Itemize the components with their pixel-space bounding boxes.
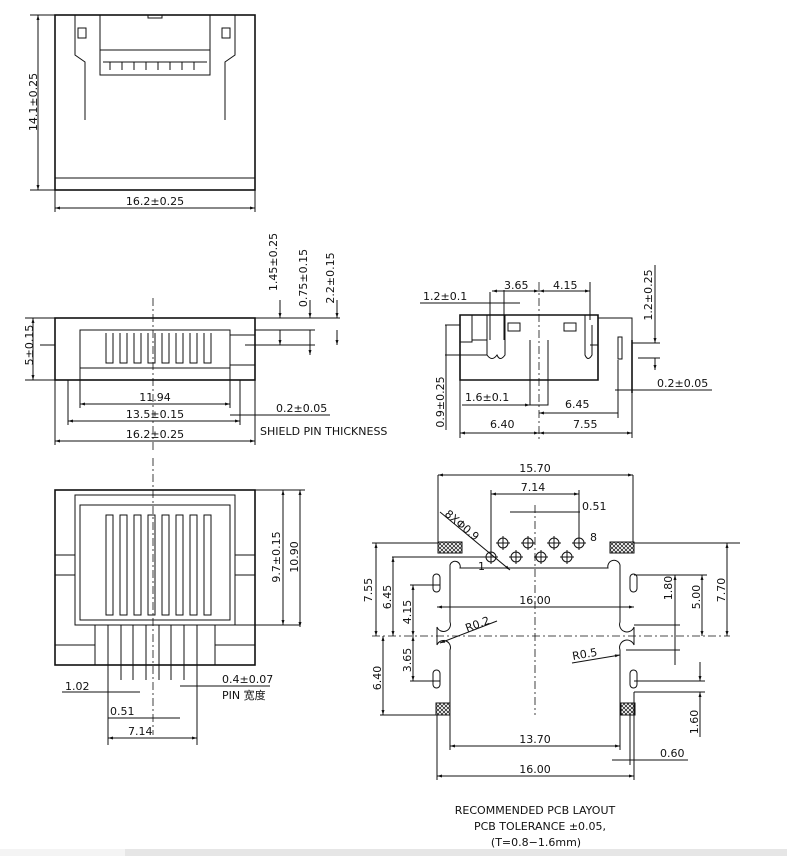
- dim-1-02: 1.02: [65, 680, 90, 693]
- dim-7-14-bottom: 7.14: [128, 725, 153, 738]
- radius-0-5: R0.5: [571, 646, 598, 663]
- dim-16-2: 16.2±0.25: [126, 428, 184, 441]
- pcb-thickness: (T=0.8−1.6mm): [491, 836, 581, 849]
- dim-11-94: 11.94: [139, 391, 171, 404]
- dim-6-40: 6.40: [490, 418, 515, 431]
- dim-5-00: 5.00: [690, 585, 703, 610]
- dim-7-55-pcb: 7.55: [362, 578, 375, 603]
- pin-holes: [484, 536, 586, 564]
- pcb-layout-title: RECOMMENDED PCB LAYOUT: [455, 804, 616, 817]
- side-view: 1.2±0.1 3.65 4.15 1.2±0.25 0.2±0.05 0.9±…: [420, 265, 712, 440]
- dim-0-9: 0.9±0.25: [434, 376, 447, 427]
- dim-6-45-pcb: 6.45: [381, 585, 394, 610]
- dim-1-45: 1.45±0.25: [267, 233, 280, 291]
- dim-height: 14.1±0.25: [27, 73, 40, 131]
- dim-1-80: 1.80: [662, 576, 675, 601]
- dim-3-65: 3.65: [504, 279, 529, 292]
- shield-pad: [435, 702, 451, 716]
- dim-13-70: 13.70: [519, 733, 551, 746]
- dim-5: 5±0.15: [23, 325, 36, 366]
- dim-0-51-pcb: 0.51: [582, 500, 607, 513]
- dim-1-60: 1.60: [688, 710, 701, 735]
- dim-15-70: 15.70: [519, 462, 551, 475]
- dim-9-7: 9.7±0.15: [270, 531, 283, 582]
- dim-3-65-pcb: 3.65: [401, 648, 414, 673]
- pin-width-note: PIN 宽度: [222, 688, 266, 702]
- bottom-strip: [0, 849, 787, 856]
- dim-7-70: 7.70: [715, 578, 728, 603]
- dim-16-00-top: 16.00: [519, 594, 551, 607]
- dim-0-2: 0.2±0.05: [276, 402, 327, 415]
- dim-4-15-pcb: 4.15: [401, 600, 414, 625]
- dim-7-14-pcb: 7.14: [521, 481, 546, 494]
- shield-pad: [620, 702, 636, 716]
- dim-1-6: 1.6±0.1: [465, 391, 509, 404]
- dim-0-51-bottom: 0.51: [110, 705, 135, 718]
- dim-1-2: 1.2±0.1: [423, 290, 467, 303]
- shield-pad: [437, 541, 463, 554]
- dim-16-00-bottom: 16.00: [519, 763, 551, 776]
- bottom-view: 9.7±0.15 10.90 1.02 0.4±0.07 PIN 宽度 0.51…: [54, 458, 305, 745]
- dim-0-75: 0.75±0.15: [297, 249, 310, 307]
- shield-pad: [609, 541, 635, 554]
- dim-0-4: 0.4±0.07: [222, 673, 273, 686]
- front-view: 5±0.15 1.45±0.25 0.75±0.15 2.2±0.15 11.9…: [23, 233, 387, 450]
- dim-13-5: 13.5±0.15: [126, 408, 184, 421]
- top-view: 14.1±0.25 16.2±0.25: [27, 14, 256, 212]
- pin-8-label: 8: [590, 531, 597, 544]
- dim-10-90: 10.90: [288, 541, 301, 573]
- dim-4-15: 4.15: [553, 279, 578, 292]
- pin-1-label: 1: [478, 560, 485, 573]
- pcb-layout: 15.70 7.14 0.51 8XΦ0.9 1 8 7.55 6.45 4.1…: [362, 462, 740, 849]
- dim-1-2b: 1.2±0.25: [642, 269, 655, 320]
- dim-6-45: 6.45: [565, 398, 590, 411]
- hole-note: 8XΦ0.9: [442, 507, 482, 543]
- dim-6-40-pcb: 6.40: [371, 666, 384, 691]
- dim-width: 16.2±0.25: [126, 195, 184, 208]
- shield-pin-note: SHIELD PIN THICKNESS: [260, 425, 387, 438]
- dim-0-2-side: 0.2±0.05: [657, 377, 708, 390]
- pcb-tolerance: PCB TOLERANCE ±0.05,: [474, 820, 606, 833]
- dim-2-2: 2.2±0.15: [324, 252, 337, 303]
- dim-0-60: 0.60: [660, 747, 685, 760]
- slot-holes: [432, 573, 638, 689]
- radius-0-2: R0.2: [464, 614, 492, 635]
- dim-7-55: 7.55: [573, 418, 598, 431]
